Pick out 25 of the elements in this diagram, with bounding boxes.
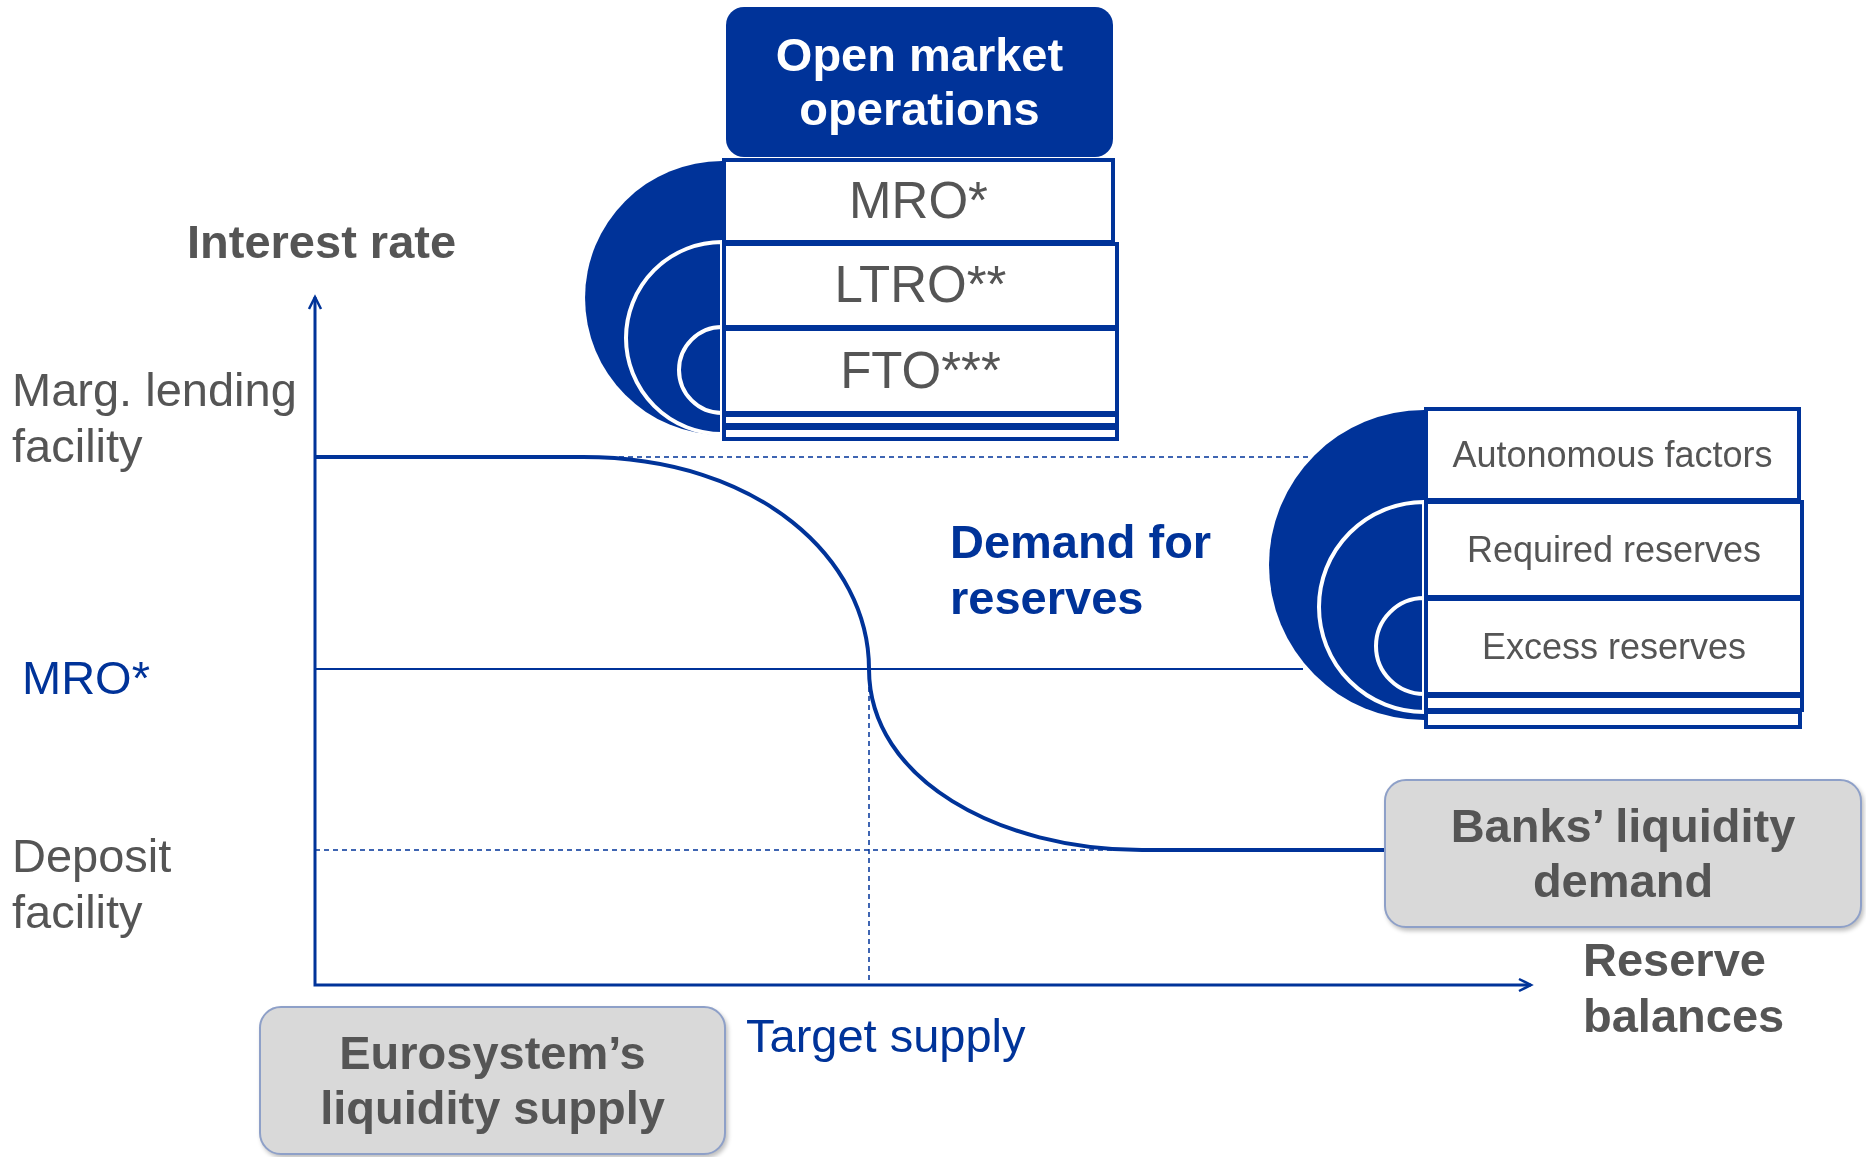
axis-label: Target supply	[746, 1008, 1027, 1064]
callout-box	[259, 1006, 726, 1155]
axis-label: Reserve balances	[1583, 932, 1786, 1045]
list-box	[722, 158, 1115, 244]
axis-label: Interest rate	[187, 214, 458, 270]
box-text: Open market operations	[774, 27, 1065, 137]
box-text: Autonomous factors	[1452, 433, 1773, 476]
axis-label: Demand for reserves	[950, 514, 1213, 627]
box-text: Banks’ liquidity demand	[1449, 799, 1797, 908]
callout-box	[1384, 779, 1862, 928]
box-text: Required reserves	[1466, 528, 1762, 571]
list-box	[722, 327, 1119, 415]
list-box	[722, 242, 1119, 329]
box-text: Excess reserves	[1481, 625, 1747, 668]
box-text: Eurosystem’s liquidity supply	[319, 1026, 666, 1135]
box-text: FTO***	[840, 341, 1001, 401]
axis-label: Deposit facility	[12, 828, 173, 941]
axis-label: MRO*	[22, 650, 151, 706]
list-box	[1424, 407, 1801, 502]
box-text: LTRO**	[834, 256, 1007, 315]
box-text: MRO*	[849, 171, 988, 231]
list-box	[1424, 597, 1804, 696]
list-box	[1424, 500, 1804, 599]
header-box	[726, 7, 1113, 157]
axis-label: Marg. lending facility	[12, 362, 298, 475]
